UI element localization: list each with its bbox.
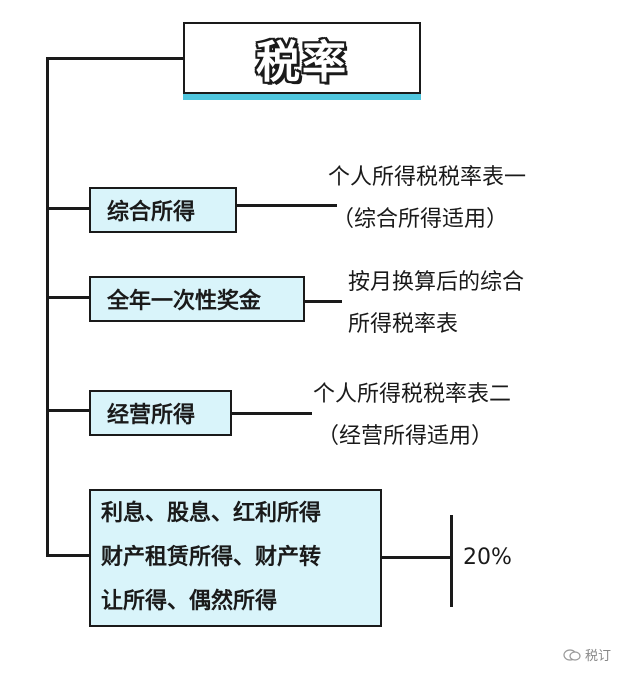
rate-line: 个人所得税税率表一 [328,165,527,190]
rate-line: 按月换算后的综合 [348,270,525,295]
category-label: 全年一次性奖金 [107,289,262,314]
trunk-top-connector [46,57,185,60]
rate-line: （经营所得适用） [317,424,494,449]
category-label: 利息、股息、红利所得 [101,501,322,526]
rate-connector-3 [232,412,312,415]
title-box: 税率 [183,22,421,94]
rate-description-3: 个人所得税税率表二 （经营所得适用） [313,374,511,458]
rate-description-1: 个人所得税税率表一 （综合所得适用） [328,157,526,241]
rate-description-2: 按月换算后的综合 所得税率表 [348,262,524,346]
category-label: 财产租赁所得、财产转 [101,545,322,570]
page-title: 税率 [256,37,348,88]
rate-connector-2 [305,300,342,303]
branch-connector-3 [46,409,90,412]
branch-connector-2 [46,296,90,299]
category-box-2: 全年一次性奖金 [89,276,305,322]
wechat-icon [563,648,581,661]
watermark: 税订 [563,645,611,664]
rate-bracket-vertical [450,515,453,607]
rate-connector-1 [237,204,337,207]
rate-description-4: 20% [463,537,512,579]
rate-line: 所得税率表 [348,312,459,337]
category-label: 综合所得 [107,200,196,225]
branch-connector-4 [46,554,90,557]
category-box-3: 经营所得 [89,390,232,436]
rate-line: （综合所得适用） [332,207,509,232]
category-box-4: 利息、股息、红利所得 财产租赁所得、财产转 让所得、偶然所得 [89,489,382,627]
trunk-vertical-line [46,57,49,556]
category-label: 经营所得 [107,403,196,428]
category-box-1: 综合所得 [89,187,237,233]
category-label: 让所得、偶然所得 [101,589,278,614]
rate-line: 个人所得税税率表二 [313,382,512,407]
rate-line: 20% [463,545,512,570]
branch-connector-1 [46,207,90,210]
rate-connector-4 [382,556,452,559]
watermark-text: 税订 [585,649,612,664]
